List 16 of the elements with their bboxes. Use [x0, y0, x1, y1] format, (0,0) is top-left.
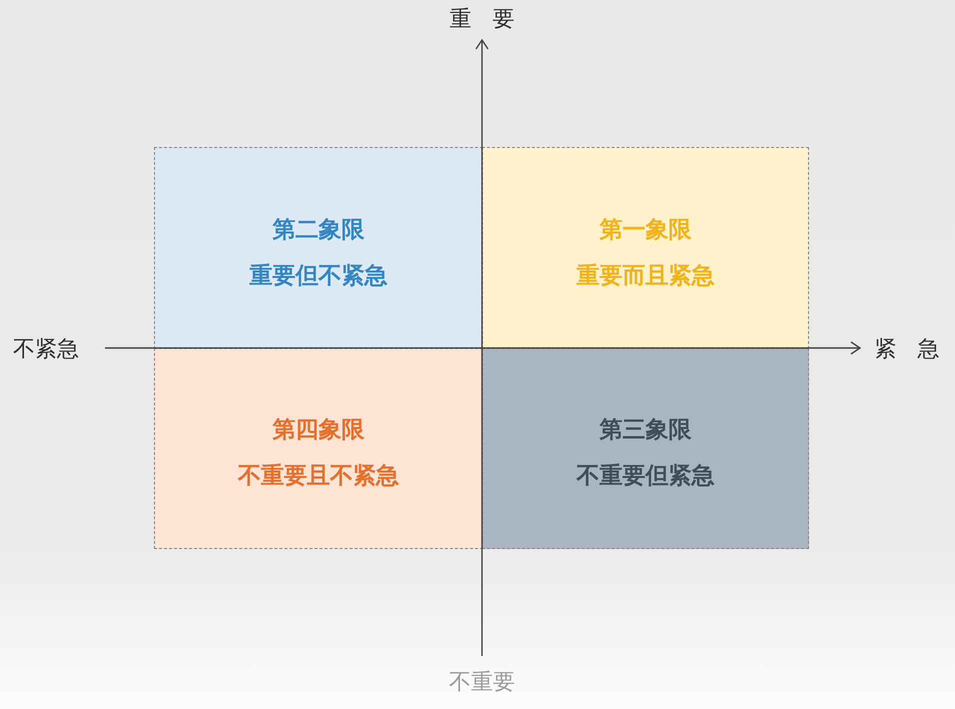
quadrant-box — [482, 348, 809, 549]
quadrant-description: 不重要且不紧急 — [238, 465, 399, 488]
quadrant-description: 不重要但紧急 — [576, 465, 714, 488]
axis-label: 重 要 — [450, 9, 514, 31]
axis-label: 不重要 — [449, 672, 515, 694]
quadrant-title: 第四象限 — [272, 419, 364, 442]
quadrant-description: 重要而且紧急 — [576, 264, 714, 288]
quadrant-box — [482, 147, 809, 349]
quadrant-title: 第一象限 — [600, 218, 692, 242]
axis-label: 不紧急 — [13, 339, 79, 361]
quadrant-title: 第三象限 — [600, 419, 692, 442]
quadrant-box — [154, 147, 483, 349]
axis-label: 紧 急 — [874, 339, 940, 361]
quadrant-box — [154, 348, 483, 549]
quadrant-title: 第二象限 — [272, 218, 364, 242]
quadrant-description: 重要但不紧急 — [250, 264, 388, 288]
